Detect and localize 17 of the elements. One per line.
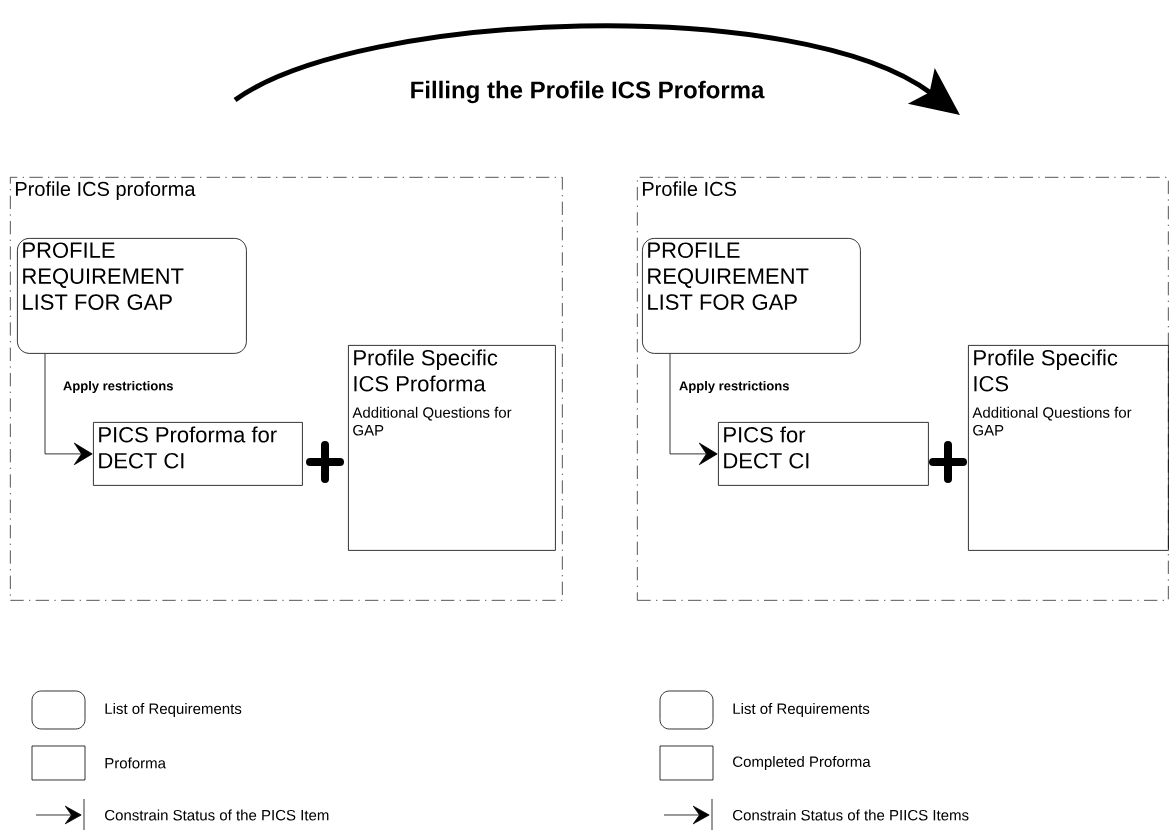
proforma-box: Profile Specific ICS Proforma Additional Questions for GAP [348, 345, 556, 551]
proforma-box: PICS for DECT CI [718, 422, 929, 486]
legend-label: List of Requirements [105, 703, 242, 717]
legend-label: List of Requirements [733, 703, 870, 717]
proforma-box: Profile Specific ICS Additional Questions for GAP [968, 345, 1169, 551]
requirement-list-box: PROFILE REQUIREMENT LIST FOR GAP [642, 238, 861, 354]
legend-label: Proforma [105, 757, 166, 769]
arrow [669, 353, 718, 466]
edge-label: Apply restrictions [676, 378, 793, 396]
proforma-box: PICS Proforma for DECT CI [93, 422, 303, 486]
legend-label: Constrain Status of the PICS Item [105, 809, 329, 821]
edge-label: Apply restrictions [60, 378, 177, 396]
legend-label: Constrain Status of the PIICS Items [733, 809, 969, 821]
arrow [44, 353, 93, 466]
edge-label: Filling the Profile ICS Proforma [407, 78, 768, 106]
legend-label: Completed Proforma [733, 756, 871, 770]
requirement-list-box: PROFILE REQUIREMENT LIST FOR GAP [17, 238, 247, 354]
